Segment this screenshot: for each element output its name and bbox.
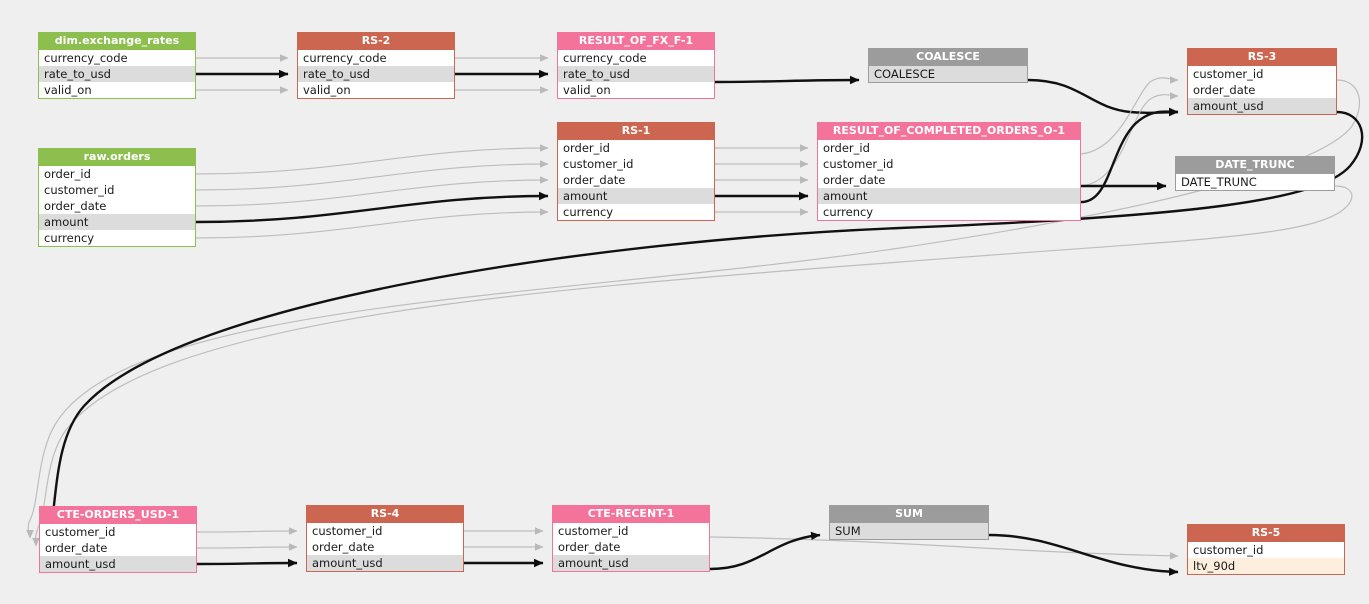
node-title: CTE-ORDERS_USD-1	[40, 507, 196, 524]
node-title: dim.exchange_rates	[39, 33, 195, 50]
node-title: RS-2	[298, 33, 454, 50]
column-customer_id[interactable]: customer_id	[307, 523, 463, 539]
column-customer_id[interactable]: customer_id	[553, 523, 709, 539]
column-currency_code[interactable]: currency_code	[298, 50, 454, 66]
lineage-edge[interactable]	[714, 75, 860, 85]
node-title: RESULT_OF_FX_F-1	[558, 33, 714, 50]
column-order_date[interactable]: order_date	[553, 539, 709, 555]
column-rate_to_usd[interactable]: rate_to_usd	[39, 66, 195, 82]
node-title: RS-3	[1188, 49, 1336, 66]
column-currency[interactable]: currency	[558, 204, 714, 220]
column-customer_id[interactable]: customer_id	[1188, 66, 1336, 82]
node-title: CTE-RECENT-1	[553, 506, 709, 523]
column-currency_code[interactable]: currency_code	[558, 50, 714, 66]
lineage-edge[interactable]	[988, 533, 1179, 576]
column-customer_id[interactable]: customer_id	[39, 182, 195, 198]
node-title: SUM	[830, 506, 988, 523]
column-order_id[interactable]: order_id	[818, 140, 1080, 156]
node-title: RS-1	[558, 123, 714, 140]
column-currency[interactable]: currency	[39, 230, 195, 246]
column-amount[interactable]: amount	[558, 188, 714, 204]
column-customer_id[interactable]: customer_id	[558, 156, 714, 172]
node-title: raw.orders	[39, 149, 195, 166]
column-currency_code[interactable]: currency_code	[39, 50, 195, 66]
column-valid_on[interactable]: valid_on	[298, 82, 454, 98]
lineage-edge[interactable]	[195, 160, 549, 191]
lineage-edge[interactable]	[1080, 76, 1179, 155]
lineage-edge[interactable]	[1080, 107, 1179, 204]
column-SUM[interactable]: SUM	[830, 523, 988, 539]
column-customer_id[interactable]: customer_id	[1188, 542, 1344, 558]
lineage-edge[interactable]	[196, 527, 298, 535]
column-amount[interactable]: amount	[39, 214, 195, 230]
lineage-edge[interactable]	[196, 558, 298, 568]
column-customer_id[interactable]: customer_id	[40, 524, 196, 540]
column-amount_usd[interactable]: amount_usd	[307, 555, 463, 571]
column-amount_usd[interactable]: amount_usd	[40, 556, 196, 572]
column-amount[interactable]: amount	[818, 188, 1080, 204]
lineage-edge[interactable]	[709, 531, 821, 571]
column-customer_id[interactable]: customer_id	[818, 156, 1080, 172]
column-amount_usd[interactable]: amount_usd	[1188, 98, 1336, 114]
column-valid_on[interactable]: valid_on	[558, 82, 714, 98]
node-title: RS-5	[1188, 525, 1344, 542]
lineage-edge[interactable]	[32, 185, 1353, 547]
node-title: RS-4	[307, 506, 463, 523]
column-order_date[interactable]: order_date	[307, 539, 463, 555]
node-title: COALESCE	[869, 49, 1027, 66]
lineage-edge[interactable]	[195, 191, 549, 224]
column-order_date[interactable]: order_date	[39, 198, 195, 214]
node-title: DATE_TRUNC	[1176, 157, 1334, 174]
column-order_date[interactable]: order_date	[558, 172, 714, 188]
column-DATE_TRUNC[interactable]: DATE_TRUNC	[1176, 174, 1334, 190]
column-amount_usd[interactable]: amount_usd	[553, 555, 709, 571]
node-title: RESULT_OF_COMPLETED_ORDERS_O-1	[818, 123, 1080, 140]
column-order_id[interactable]: order_id	[558, 140, 714, 156]
lineage-edge[interactable]	[1080, 92, 1179, 187]
column-order_date[interactable]: order_date	[40, 540, 196, 556]
lineage-edge[interactable]	[195, 208, 549, 239]
lineage-edge[interactable]	[1027, 78, 1179, 117]
column-order_date[interactable]: order_date	[818, 172, 1080, 188]
lineage-edge[interactable]	[195, 176, 549, 207]
lineage-edge[interactable]	[195, 144, 549, 175]
column-order_date[interactable]: order_date	[1188, 82, 1336, 98]
column-order_id[interactable]: order_id	[39, 166, 195, 182]
column-COALESCE[interactable]: COALESCE	[869, 66, 1027, 82]
lineage-edge[interactable]	[196, 543, 298, 551]
column-currency[interactable]: currency	[818, 204, 1080, 220]
column-valid_on[interactable]: valid_on	[39, 82, 195, 98]
column-rate_to_usd[interactable]: rate_to_usd	[558, 66, 714, 82]
column-rate_to_usd[interactable]: rate_to_usd	[298, 66, 454, 82]
column-ltv_90d[interactable]: ltv_90d	[1188, 558, 1344, 574]
